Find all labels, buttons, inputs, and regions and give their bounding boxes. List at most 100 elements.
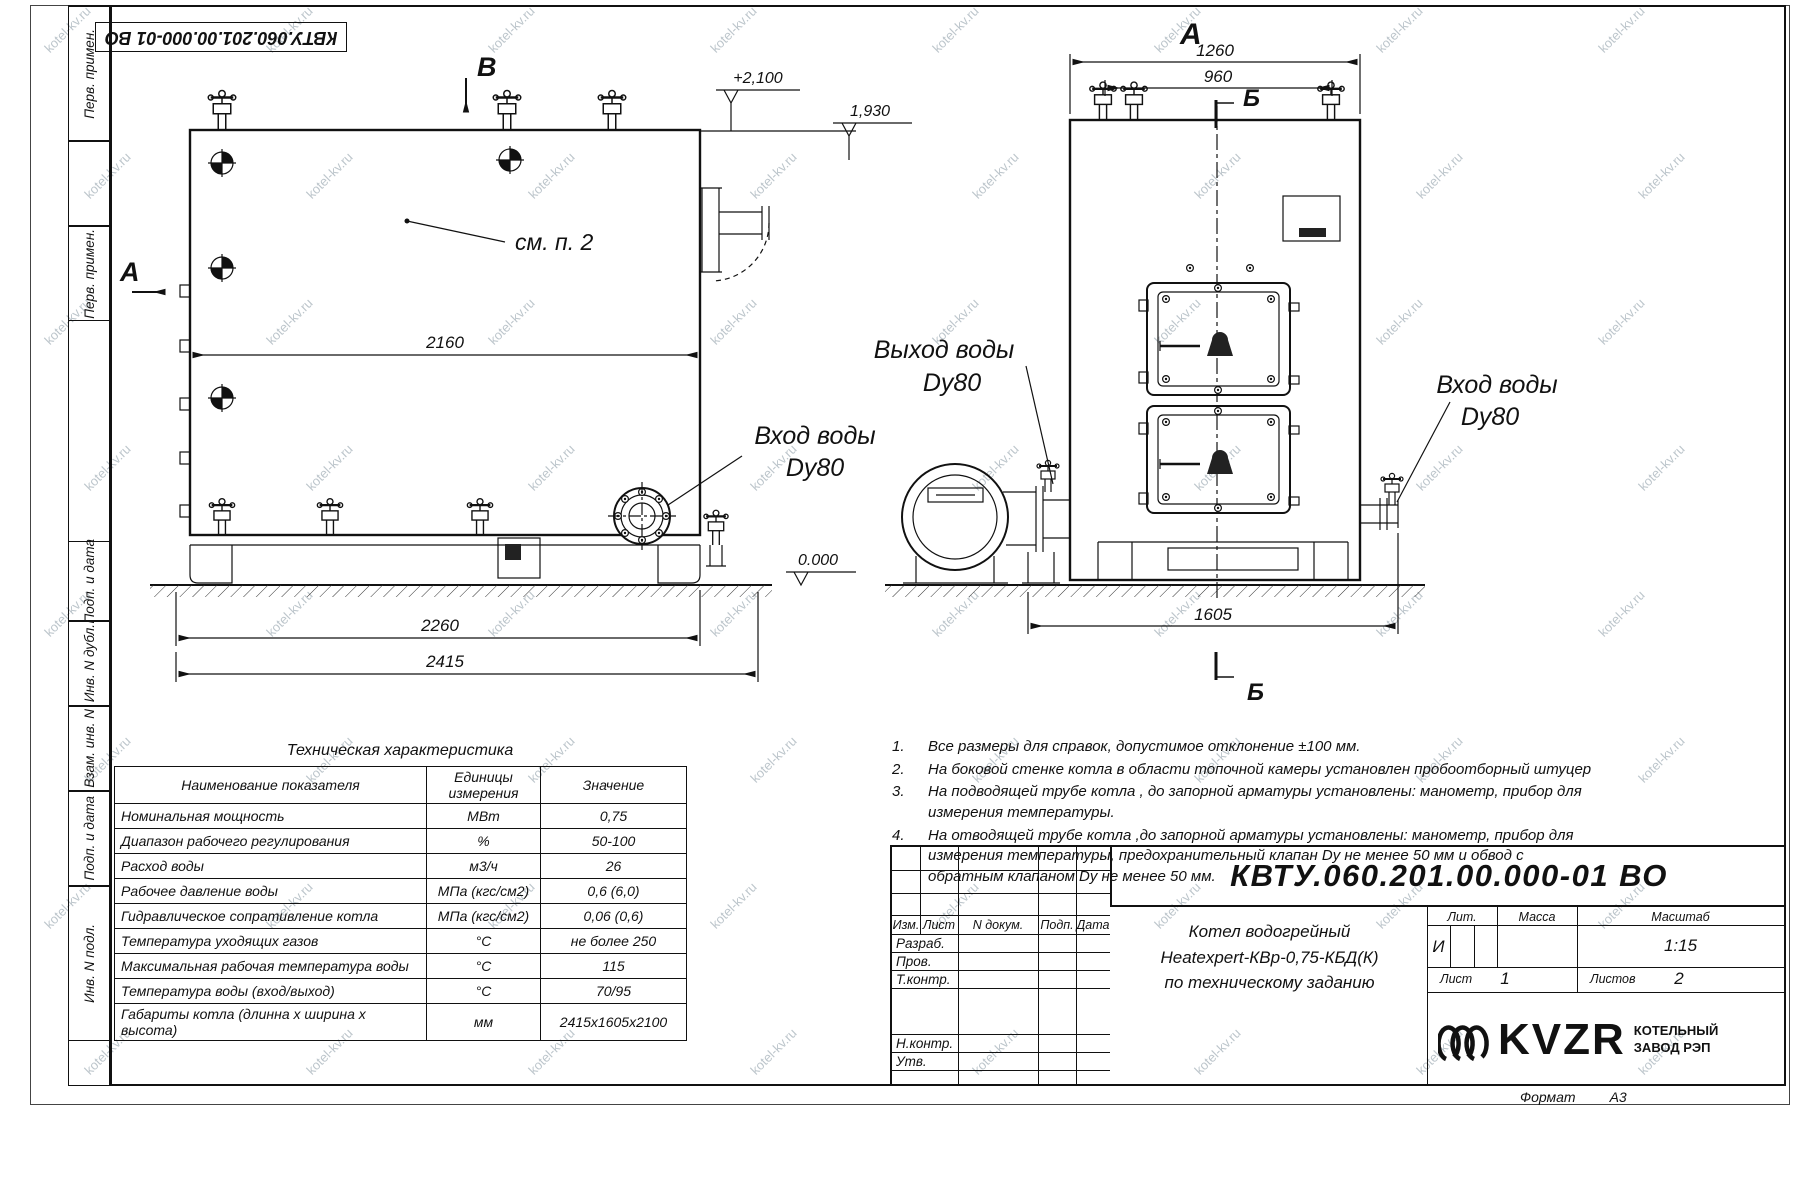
inlet-leader-front [1396, 401, 1451, 503]
door-handle-icon [1207, 450, 1233, 474]
pipe-valve-icon [1380, 472, 1404, 506]
lit-header: Лит. [1447, 910, 1477, 924]
spec-cell: 0,6 (6,0) [540, 878, 687, 905]
drain-valve-icon [316, 497, 344, 537]
view-a-front-label: А [1179, 18, 1202, 51]
title-block: Изм. Лист N докум. Подп. Дата Разраб. Пр… [890, 845, 1786, 1086]
stamp-vzam-inv: Взам. инв. N [69, 706, 109, 791]
spec-cell: 0,75 [540, 803, 687, 830]
inlet-label-side: Вход воды [754, 422, 875, 450]
note-item: 2.На боковой стенке котла в области топо… [892, 760, 1592, 781]
note-text: На подводящей трубе котла , до запорной … [928, 783, 1582, 822]
spec-cell: °С [426, 978, 541, 1005]
outlet-leader [1025, 365, 1054, 485]
view-marks [132, 78, 912, 587]
spec-cell: м3/ч [426, 853, 541, 880]
water-inlet-stub [1360, 472, 1404, 530]
stamp-podp-data-2: Подп. и дата [69, 791, 109, 886]
spec-cell: Рабочее давление воды [114, 878, 427, 905]
spec-cell: не более 250 [540, 928, 687, 955]
scale-value: 1:15 [1663, 936, 1698, 955]
sheet-value: 1 [1500, 969, 1510, 988]
spec-cell: 2415х1605х2100 [540, 1003, 687, 1042]
spec-header-row: Наименование показателя Единицы измерени… [114, 765, 687, 805]
kvzr-plant-text: КОТЕЛЬНЫЙ ЗАВОД РЭП [1634, 1023, 1719, 1057]
spec-cell: Диапазон рабочего регулирования [114, 828, 427, 855]
product-name-line: по техническому заданию [1164, 973, 1375, 992]
dim-1605: 1605 [1194, 605, 1232, 624]
spec-table-title: Техническая характеристика [286, 742, 514, 759]
kvzr-logo-icon [1438, 1025, 1489, 1062]
product-name-line: Heatexpert-КВр-0,75-КБД(К) [1160, 947, 1379, 967]
lit-value: И [1432, 937, 1445, 956]
note-number: 1. [892, 738, 905, 755]
spec-cell: Номинальная мощность [114, 803, 427, 830]
sheets-label: Листов [1590, 972, 1636, 986]
elev-mid-label: 1,930 [850, 103, 890, 120]
spec-cell: Расход воды [114, 853, 427, 880]
note-item: 1. Все размеры для справок, допустимое от… [892, 737, 1592, 758]
col-izm: Изм. [892, 918, 920, 932]
doc-number: КВТУ.060.201.00.000-01 ВО [1110, 847, 1786, 907]
spec-cell: 0,06 (0,6) [540, 903, 687, 930]
spec-cell: % [426, 828, 541, 855]
boiler-front-view [885, 80, 1425, 600]
row-utv: Утв. [896, 1054, 927, 1069]
side-view-dimensions [175, 351, 759, 682]
stamp-inv-podl: Инв. N подл. [69, 886, 109, 1041]
doc-code-top: КВТУ.060.201.00.000-01 ВО [95, 22, 347, 52]
kvzr-logo: KVZR КОТЕЛЬНЫЙ ЗАВОД РЭП [1432, 997, 1784, 1083]
spec-cell: 26 [540, 853, 687, 880]
kvzr-plant-line1: КОТЕЛЬНЫЙ [1633, 1023, 1719, 1039]
row-nkontr: Н.контр. [896, 1036, 954, 1051]
format-label: Формат А3 [1520, 1089, 1627, 1105]
drain-valve-icon [466, 497, 494, 537]
stamp-perv-primen-1: Перв. примен. [69, 6, 109, 141]
kvzr-plant-line2: ЗАВОД РЭП [1633, 1040, 1711, 1055]
spec-cell: Габариты котла (длинна х ширина х высота… [114, 1003, 427, 1042]
format-value: А3 [1609, 1089, 1627, 1105]
lower-furnace-door [1138, 405, 1300, 514]
safety-valve-icon [207, 89, 237, 132]
drain-valve-icon [702, 509, 730, 547]
dim-2160: 2160 [425, 333, 464, 352]
stamp-column: Перв. примен. Перв. примен. Подп. и дата… [68, 5, 110, 1086]
safety-valve-icon [492, 89, 522, 132]
elev-top-label: +2,100 [733, 70, 782, 87]
pipe-valve-icon [1036, 459, 1060, 493]
spec-cell: Температура воды (вход/выход) [114, 978, 427, 1005]
door-handle-icon [1207, 332, 1233, 356]
stamp-podp-data-1: Подп. и дата [69, 539, 109, 623]
format-word: Формат [1520, 1089, 1576, 1105]
stamp-perv-primen-2: Перв. примен. [69, 226, 109, 321]
stamp-empty-1 [69, 141, 109, 226]
spec-table: Наименование показателя Единицы измерени… [114, 765, 687, 1042]
spec-cell: МПа (кгс/см2) [426, 903, 541, 930]
see-note-leader [406, 220, 506, 243]
product-name-line: Котел водогрейный [1188, 922, 1351, 941]
spec-cell: 115 [540, 953, 687, 980]
note-number: 3. [892, 783, 905, 801]
note-number: 4. [892, 826, 905, 844]
section-b-label-top: Б [1243, 85, 1260, 112]
note-text: На боковой стенке котла в области топочн… [928, 760, 1592, 778]
inlet-dy-front: Dy80 [1461, 403, 1519, 431]
spec-cell: °С [426, 953, 541, 980]
inlet-dy-side: Dy80 [786, 454, 844, 482]
spec-cell: Температура уходящих газов [114, 928, 427, 955]
spec-cell: МВт [426, 803, 541, 830]
spec-cell: °С [426, 928, 541, 955]
note-item: 3. На подводящей трубе котла , до запорно… [892, 782, 1592, 823]
dim-2415: 2415 [425, 652, 464, 671]
notes-list: 1. Все размеры для справок, допустимое от… [892, 737, 1592, 890]
dim-1260: 1260 [1196, 41, 1234, 60]
drain-valve-icon [208, 497, 236, 537]
spec-row: Диапазон рабочего регулирования%50-100 [114, 828, 687, 855]
spec-row: Габариты котла (длинна х ширина х высота… [114, 1003, 687, 1042]
note-text: Все размеры для справок, допустимое откл… [928, 738, 1361, 755]
safety-valve-icon [597, 89, 627, 132]
